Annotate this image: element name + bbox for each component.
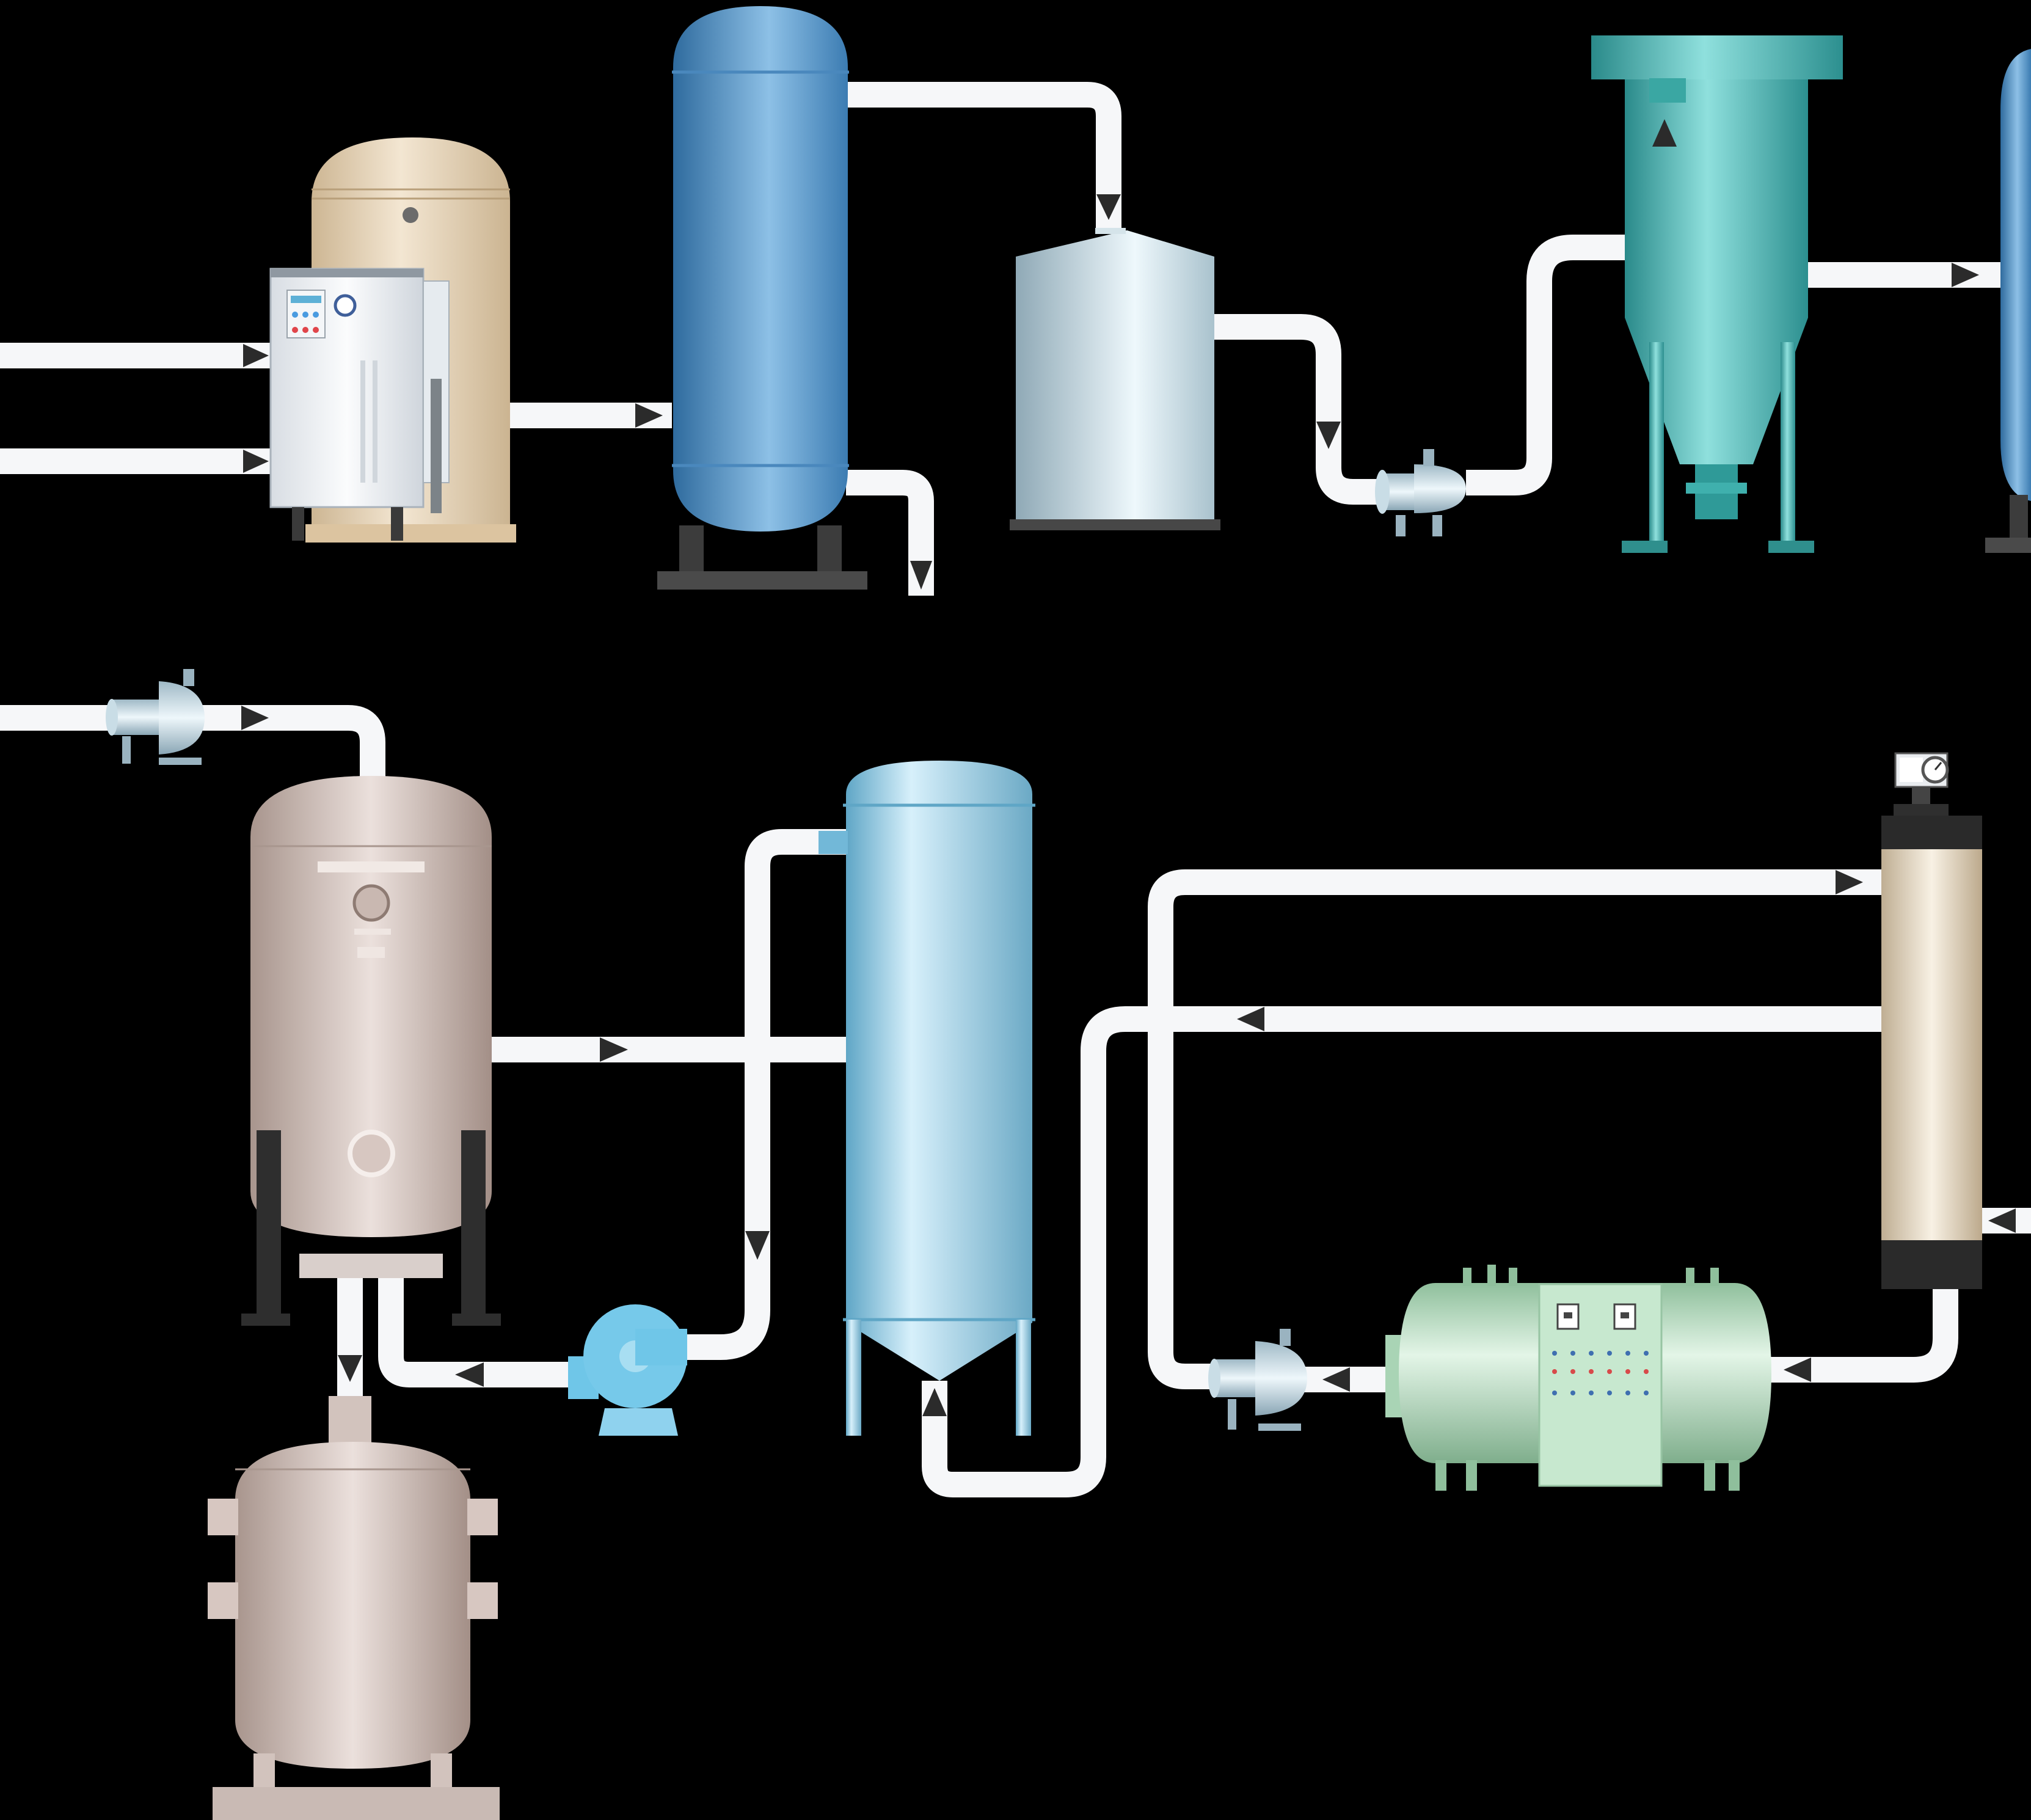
- filter-leg-left: [1649, 342, 1664, 544]
- pressure-gauge-icon: [335, 296, 355, 315]
- beige-lower-vessel: [208, 1396, 500, 1820]
- blue-vertical-tank: [657, 6, 867, 590]
- teal-cone-filter: [1591, 35, 1843, 553]
- beige-pressure-vessel: [241, 776, 501, 1326]
- vessel-nameplate: [318, 861, 425, 872]
- pipe-volute-pump-to-cone-tank: [678, 842, 846, 1347]
- vessel-manhole: [354, 886, 388, 920]
- pipe-column-to-green-boiler: [1768, 1286, 1945, 1370]
- silver-cylinder-tank: [1010, 228, 1220, 530]
- centrifugal-pump-left[interactable]: [106, 669, 205, 765]
- volute-pump-blue[interactable]: [568, 1304, 687, 1436]
- vessel-leg-left: [257, 1130, 281, 1325]
- tank-support-left: [679, 525, 704, 574]
- green-horizontal-boiler: [1385, 1265, 1771, 1491]
- light-blue-cone-tank: [819, 761, 1035, 1436]
- level-glass: [431, 379, 442, 513]
- blue-tank-partial: [1985, 49, 2031, 553]
- pipe-blue-tank-to-silver-tank: [848, 95, 1109, 229]
- tank-valve-icon: [403, 207, 418, 223]
- vessel-leg-right: [461, 1130, 486, 1325]
- pipe-silver-tank-to-pump: [1214, 327, 1399, 492]
- tank-leg-right: [1016, 1320, 1031, 1436]
- tank-base: [657, 571, 867, 590]
- electric-steam-boiler: [271, 137, 516, 543]
- vessel-base: [213, 1787, 500, 1820]
- beige-column-filter: [1881, 753, 1982, 1289]
- tank-base: [1010, 519, 1220, 530]
- filter-leg-right: [1781, 342, 1795, 544]
- tank-support-right: [817, 525, 842, 574]
- centrifugal-pump-right[interactable]: [1208, 1329, 1307, 1431]
- vessel-bottom-flange: [299, 1254, 443, 1278]
- vessel-lower-port: [350, 1132, 393, 1175]
- centrifugal-pump-top[interactable]: [1375, 449, 1466, 536]
- tank-leg-left: [846, 1320, 861, 1436]
